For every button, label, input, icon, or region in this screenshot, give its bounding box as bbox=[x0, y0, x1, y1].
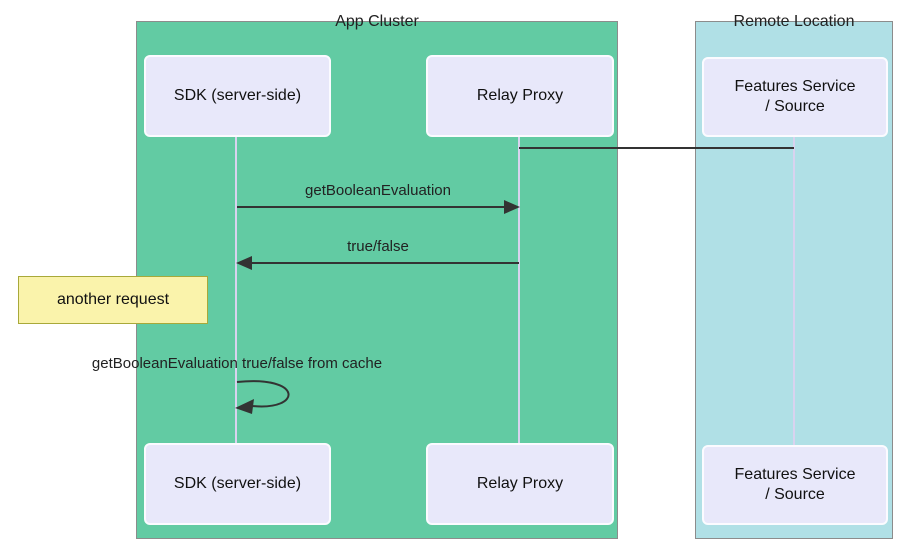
participant-label: SDK (server-side) bbox=[173, 87, 302, 104]
note-another-request: another request bbox=[18, 276, 208, 324]
participant-label-line2: / Source bbox=[765, 98, 825, 115]
message-label-from-cache: getBooleanEvaluation true/false from cac… bbox=[91, 355, 383, 372]
message-label-true-false: true/false bbox=[347, 238, 409, 255]
participant-relay-proxy-top: Relay Proxy bbox=[426, 55, 614, 137]
remote-location-title: Remote Location bbox=[733, 13, 855, 30]
participant-label: SDK (server-side) bbox=[173, 475, 302, 492]
message-label-getBooleanEvaluation: getBooleanEvaluation bbox=[305, 182, 451, 199]
note-label: another request bbox=[56, 291, 170, 308]
lifeline-features-service bbox=[793, 137, 795, 445]
participant-features-service-top: Features Service / Source bbox=[702, 57, 888, 137]
participant-sdk-bottom: SDK (server-side) bbox=[144, 443, 331, 525]
app-cluster-title: App Cluster bbox=[335, 13, 419, 30]
participant-relay-proxy-bottom: Relay Proxy bbox=[426, 443, 614, 525]
participant-label-line2: / Source bbox=[765, 486, 825, 503]
participant-label: Relay Proxy bbox=[476, 87, 564, 104]
lifeline-relay-proxy bbox=[518, 137, 520, 443]
participant-features-service-bottom: Features Service / Source bbox=[702, 445, 888, 525]
participant-label: Relay Proxy bbox=[476, 475, 564, 492]
participant-label-line1: Features Service bbox=[734, 78, 856, 95]
participant-label-line1: Features Service bbox=[734, 466, 856, 483]
lifeline-sdk bbox=[235, 137, 237, 443]
participant-sdk-top: SDK (server-side) bbox=[144, 55, 331, 137]
